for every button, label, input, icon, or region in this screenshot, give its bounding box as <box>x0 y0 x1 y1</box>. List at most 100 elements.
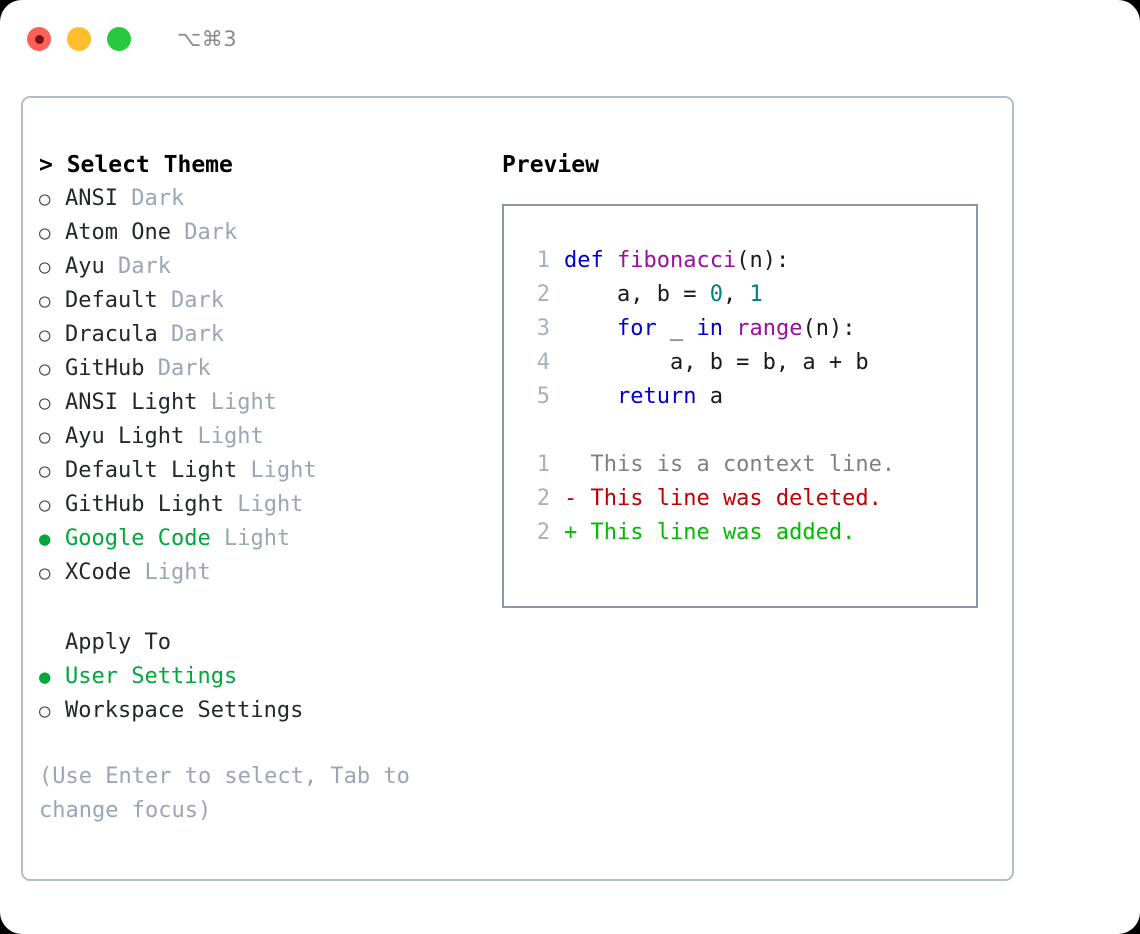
radio-unselected-icon[interactable]: ○ <box>39 392 51 414</box>
radio-selected-icon[interactable]: ● <box>39 666 51 688</box>
theme-variant-separator <box>105 250 118 284</box>
theme-variant-label: Light <box>223 526 291 551</box>
theme-name: Ayu <box>65 254 105 279</box>
theme-list-item[interactable]: ○Dracula Dark <box>39 318 479 352</box>
radio-unselected-icon[interactable]: ○ <box>39 700 51 722</box>
theme-variant-separator <box>237 454 250 488</box>
keyboard-shortcut-label: ⌥⌘3 <box>177 27 238 51</box>
code-token-kw: def <box>564 248 617 273</box>
theme-variant-label: Dark <box>118 254 171 279</box>
line-number: 3 <box>536 316 550 341</box>
theme-variant-separator <box>131 556 144 590</box>
theme-name: Default <box>65 288 158 313</box>
radio-unselected-icon[interactable]: ○ <box>39 426 51 448</box>
apply-to-list[interactable]: ● User Settings ○ Workspace Settings <box>39 660 479 728</box>
code-token-fn: fibonacci <box>616 248 737 273</box>
theme-list-item[interactable]: ○XCode Light <box>39 556 479 590</box>
line-number: 2 <box>536 282 550 307</box>
code-line-text: a, b = 0, 1 <box>564 278 763 312</box>
code-token-plain: , <box>722 282 750 307</box>
theme-variant-separator <box>118 182 131 216</box>
theme-name: Default Light <box>65 458 238 483</box>
apply-to-item[interactable]: ● User Settings <box>39 660 479 694</box>
theme-name: GitHub Light <box>65 492 224 517</box>
theme-name: Dracula <box>65 322 158 347</box>
theme-list-item[interactable]: ○ Default Dark <box>39 284 479 318</box>
theme-name: Ayu Light <box>65 424 185 449</box>
code-line-text: return a <box>564 380 723 414</box>
keyboard-hint-text: (Use Enter to select, Tab to change focu… <box>39 764 410 823</box>
radio-selected-icon[interactable]: ● <box>39 528 51 550</box>
theme-list-item[interactable]: ○ANSI Light Light <box>39 386 479 420</box>
apply-to-label: Workspace Settings <box>65 698 304 723</box>
theme-list-item[interactable]: ○ Ayu Light Light <box>39 420 479 454</box>
radio-unselected-icon[interactable]: ○ <box>39 460 51 482</box>
code-token-num: 0 <box>709 282 723 307</box>
theme-list-item[interactable]: ●Google Code Light <box>39 522 479 556</box>
theme-variant-label: Light <box>144 560 211 585</box>
code-token-num: 1 <box>749 282 763 307</box>
code-token-plain: (n): <box>802 316 856 341</box>
diff-line: 2 - This line was deleted. <box>504 482 976 516</box>
line-number: 5 <box>536 384 550 409</box>
theme-list[interactable]: ○ ANSI Dark ○ Atom One Dark ○ Ayu Dark ○ Defaul… <box>39 182 479 590</box>
radio-unselected-icon[interactable]: ○ <box>39 494 51 516</box>
theme-variant-label: Dark <box>170 288 224 313</box>
theme-variant-separator <box>158 318 171 352</box>
radio-unselected-icon[interactable]: ○ <box>39 290 51 312</box>
preview-heading: Preview <box>502 152 599 178</box>
maximize-button-icon[interactable] <box>107 27 131 51</box>
theme-list-item[interactable]: ○ Ayu Dark <box>39 250 479 284</box>
diff-line-text-del: - This line was deleted. <box>564 486 882 511</box>
code-line: 2 a, b = 0, 1 <box>504 278 976 312</box>
theme-variant-label: Light <box>250 458 317 483</box>
code-token-plain <box>723 316 736 341</box>
theme-name: Atom One <box>65 220 171 245</box>
code-token-plain: a <box>696 384 723 409</box>
radio-unselected-icon[interactable]: ○ <box>39 324 51 346</box>
radio-unselected-icon[interactable]: ○ <box>39 256 51 278</box>
theme-variant-separator <box>197 386 210 420</box>
code-line-text: def fibonacci(n): <box>564 244 789 278</box>
theme-variant-label: Dark <box>131 186 185 211</box>
code-token-plain: a, b = b, a + b <box>564 350 869 375</box>
code-token-kw: return <box>616 384 697 409</box>
blank-marker-icon: ○ <box>39 626 65 660</box>
radio-unselected-icon[interactable]: ○ <box>39 358 51 380</box>
theme-name: ANSI <box>65 186 118 211</box>
theme-variant-label: Light <box>197 424 264 449</box>
apply-to-heading: Apply To <box>65 630 171 655</box>
theme-list-item[interactable]: ○ Default Light Light <box>39 454 479 488</box>
theme-variant-label: Dark <box>184 220 238 245</box>
code-token-kw: for <box>616 316 657 341</box>
code-line: 3 for _ in range(n): <box>504 312 976 346</box>
theme-list-item[interactable]: ○ ANSI Dark <box>39 182 479 216</box>
minimize-button-icon[interactable] <box>67 27 91 51</box>
select-theme-heading: > Select Theme <box>39 152 233 178</box>
radio-unselected-icon[interactable]: ○ <box>39 562 51 584</box>
radio-unselected-icon[interactable]: ○ <box>39 222 51 244</box>
theme-list-item[interactable]: ○GitHub Light Light <box>39 488 479 522</box>
title-bar: ⌥⌘3 <box>0 0 1140 78</box>
theme-list-item[interactable]: ○GitHub Dark <box>39 352 479 386</box>
code-token-plain: (n): <box>736 248 790 273</box>
code-line: 4 a, b = b, a + b <box>504 346 976 380</box>
apply-to-heading-row: ○ Apply To <box>39 626 479 660</box>
code-token-plain: _ <box>656 316 697 341</box>
diff-line-text-context: This is a context line. <box>564 452 896 477</box>
theme-variant-separator <box>224 488 237 522</box>
theme-variant-separator <box>171 216 184 250</box>
theme-variant-label: Dark <box>157 356 211 381</box>
apply-to-label: User Settings <box>65 664 238 689</box>
close-button-icon[interactable] <box>27 27 51 51</box>
theme-picker-column: > Select Theme ○ANSI Dark○Atom One Dark○… <box>39 148 479 828</box>
code-token-plain <box>564 316 617 341</box>
line-number: 2 <box>536 486 550 511</box>
apply-to-item[interactable]: ○ Workspace Settings <box>39 694 479 728</box>
radio-unselected-icon[interactable]: ○ <box>39 188 51 210</box>
theme-list-item[interactable]: ○ Atom One Dark <box>39 216 479 250</box>
